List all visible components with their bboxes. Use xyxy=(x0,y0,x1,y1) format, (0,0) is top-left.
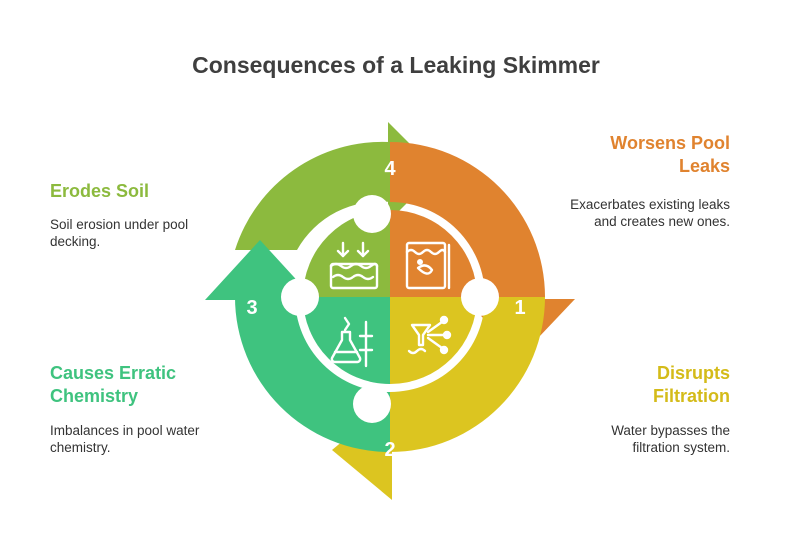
soil-erosion-icon xyxy=(329,241,379,290)
step-4-description: Soil erosion under pool decking. xyxy=(50,217,189,249)
step-number-2: 2 xyxy=(384,439,395,461)
page-title: Consequences of a Leaking Skimmer xyxy=(192,52,600,78)
step-number-4: 4 xyxy=(384,158,396,180)
step-3-title: Causes Erratic Chemistry xyxy=(50,363,177,406)
filtration-funnel-icon xyxy=(407,315,452,355)
segment-3-arc xyxy=(235,297,390,452)
step-2-description: Water bypasses the filtration system. xyxy=(611,423,730,455)
step-4-title: Erodes Soil xyxy=(50,181,150,201)
cycle-segment-3 xyxy=(205,240,390,452)
step-1-description: Exacerbates existing leaks and creates n… xyxy=(570,197,730,229)
segment-4-arc xyxy=(235,141,390,250)
step-1-title: Worsens Pool Leaks xyxy=(610,133,730,176)
segment-1-arc xyxy=(390,142,545,297)
step-number-1: 1 xyxy=(514,297,525,319)
step-number-3: 3 xyxy=(246,297,257,319)
segment-3-arrowhead xyxy=(205,240,315,300)
leaking-pool-icon xyxy=(405,241,451,290)
quadrant-3 xyxy=(303,297,390,384)
step-2-title: Disrupts Filtration xyxy=(653,363,730,406)
step-3-description: Imbalances in pool water chemistry. xyxy=(50,423,200,455)
segment-2-arc xyxy=(390,297,545,452)
chemistry-flask-icon xyxy=(330,316,374,368)
